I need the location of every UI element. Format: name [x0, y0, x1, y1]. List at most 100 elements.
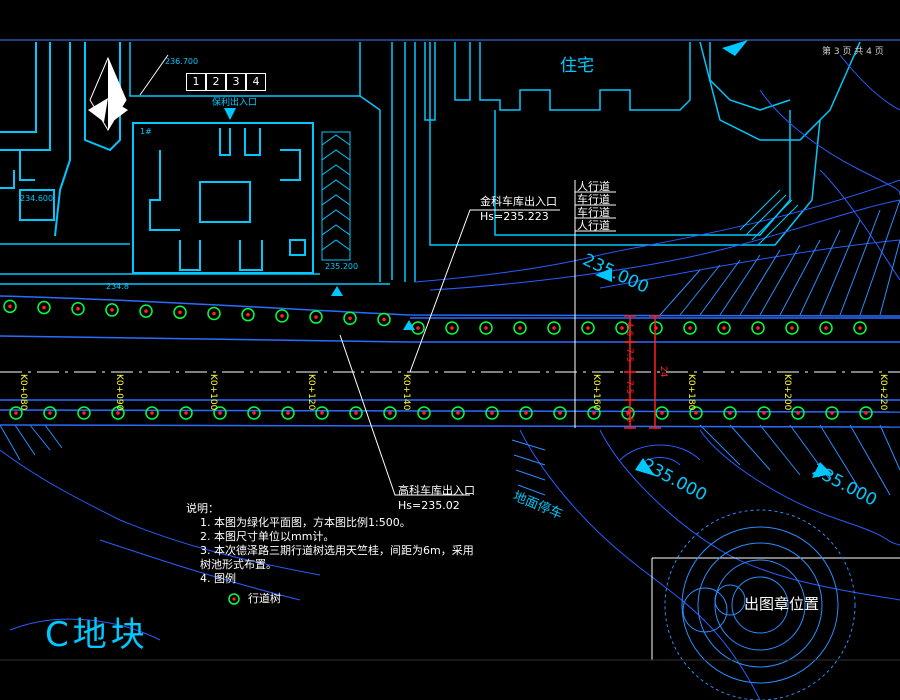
street-tree	[785, 321, 799, 335]
street-tree	[649, 321, 663, 335]
street-tree-center	[728, 411, 732, 415]
street-trees	[3, 299, 873, 420]
street-tree-center	[524, 411, 528, 415]
street-tree	[553, 406, 567, 420]
street-tree	[247, 406, 261, 420]
elev-tag-1: 234.600	[20, 194, 54, 203]
gate-gaoke-elev: Hs=235.02	[398, 499, 460, 512]
design-notes: 说明： 1. 本图为绿化平面图，方本图比例1:500。 2. 本图尺寸单位以mm…	[186, 502, 474, 586]
notes-item-1: 1. 本图为绿化平面图，方本图比例1:500。	[200, 516, 411, 529]
street-tree	[485, 406, 499, 420]
street-tree	[581, 321, 595, 335]
street-tree	[751, 321, 765, 335]
street-tree	[3, 299, 17, 314]
street-tree	[417, 406, 431, 420]
street-tree	[241, 307, 255, 322]
stair-hatch	[739, 189, 799, 246]
street-tree	[655, 406, 669, 420]
north-arrow-icon	[88, 56, 128, 131]
street-tree-center	[252, 411, 256, 415]
street-tree	[757, 406, 771, 420]
street-tree-center	[824, 326, 828, 330]
street-tree-center	[456, 411, 460, 415]
building-residential	[424, 41, 861, 246]
chainage-label: K0+100	[208, 374, 218, 411]
building-topleft	[0, 42, 121, 237]
site-boundary	[0, 42, 416, 285]
street-tree-center	[858, 326, 862, 330]
street-tree-center	[354, 411, 358, 415]
building-central	[132, 122, 314, 274]
elev-tag-4: 234.8	[106, 282, 129, 291]
sheet-number: 第 3 页 共 4 页	[822, 47, 884, 57]
street-tree	[451, 406, 465, 420]
legend-box-3: 3	[226, 73, 246, 91]
street-tree	[859, 406, 873, 420]
street-tree-center	[830, 411, 834, 415]
street-tree-center	[864, 411, 868, 415]
dim-mid2: 7.5	[624, 380, 634, 395]
street-tree	[309, 310, 323, 324]
building-number: 1#	[140, 127, 152, 136]
chainage-label: K0+180	[686, 374, 696, 411]
slope-hatch-left	[0, 424, 63, 461]
street-tree	[377, 312, 391, 327]
stamp-position-label: 出图章位置	[744, 595, 820, 613]
street-tree-center	[518, 326, 522, 330]
street-tree-center	[790, 326, 794, 330]
chainage-label: K0+220	[878, 374, 888, 411]
legend-box-1: 1	[186, 73, 206, 91]
street-tree	[689, 406, 703, 420]
street-tree	[179, 406, 193, 420]
street-tree	[275, 309, 289, 323]
chainage-label: K0+120	[306, 374, 316, 411]
street-tree	[615, 321, 629, 335]
ramp-hatch	[321, 131, 351, 261]
gate-jinke-elev: Hs=235.223	[480, 210, 549, 223]
street-tree	[717, 321, 731, 335]
street-tree-center	[144, 309, 148, 313]
street-tree-center	[150, 411, 154, 415]
street-tree-center	[796, 411, 800, 415]
leader-lines	[139, 54, 616, 496]
street-tree-center	[246, 312, 250, 317]
chainage-label: K0+090	[114, 374, 124, 411]
legend-tree-icon	[228, 593, 240, 605]
street-tree	[349, 406, 363, 420]
chainage-label: K0+140	[401, 374, 411, 411]
section-carriageway-2: 车行道	[577, 206, 610, 219]
street-tree	[213, 406, 227, 420]
street-tree	[621, 406, 635, 420]
street-tree	[111, 406, 125, 420]
street-tree	[145, 406, 159, 420]
street-tree	[139, 304, 153, 318]
street-tree-center	[314, 315, 318, 319]
elev-tag-2: 236.700	[165, 57, 199, 66]
street-tree-center	[82, 411, 86, 415]
section-sidewalk-2: 人行道	[577, 219, 610, 232]
section-dimension	[624, 315, 661, 429]
street-tree-center	[484, 326, 488, 330]
street-tree-center	[14, 411, 18, 415]
chainage-label: K0+160	[591, 374, 601, 411]
street-tree	[791, 406, 805, 420]
street-tree	[37, 300, 51, 315]
street-tree-center	[280, 314, 284, 318]
gate-jinke-name: 金科车库出入口	[480, 195, 557, 208]
street-tree-center	[558, 411, 562, 415]
street-tree-center	[626, 411, 630, 415]
street-tree	[281, 406, 295, 420]
dim-left: 4.6	[624, 322, 634, 337]
street-tree-center	[688, 326, 692, 330]
street-tree-center	[110, 308, 114, 312]
notes-heading: 说明：	[186, 502, 219, 515]
slope-hatch-right	[659, 199, 900, 316]
street-tree	[723, 406, 737, 420]
elev-tag-3: 235.200	[325, 262, 359, 271]
street-tree-center	[388, 411, 392, 415]
roundabout-contours	[664, 509, 856, 700]
street-tree-center	[320, 411, 324, 415]
street-tree	[587, 406, 601, 420]
